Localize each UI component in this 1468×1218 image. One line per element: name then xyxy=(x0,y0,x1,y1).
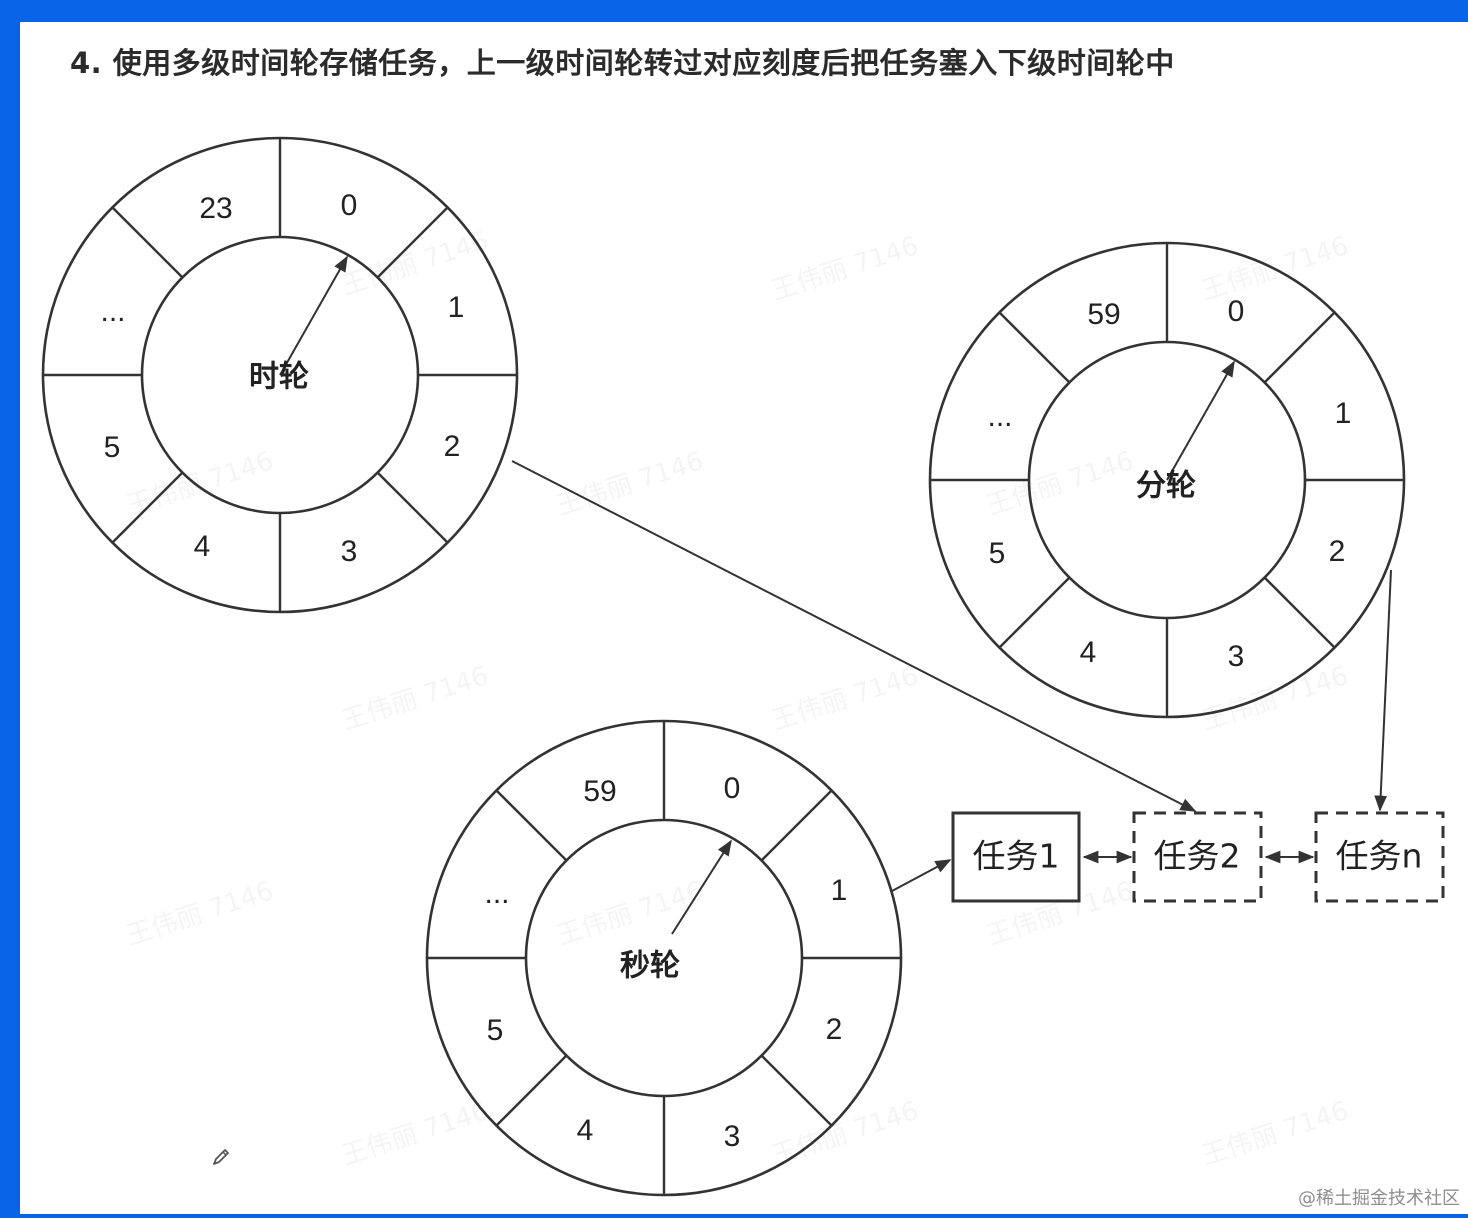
second-pointer-arrow xyxy=(671,839,732,935)
svg-text:王伟丽 7146: 王伟丽 7146 xyxy=(768,231,922,307)
minute-slot-59: 59 xyxy=(1087,298,1120,331)
minute-slot-ellipsis: ... xyxy=(987,400,1012,433)
minute-slot-3: 3 xyxy=(1228,640,1245,673)
second-slot-4: 4 xyxy=(577,1114,594,1147)
connectors xyxy=(511,460,1392,892)
minute-slot-1: 1 xyxy=(1335,397,1352,430)
minute-to-taskn-arrow xyxy=(1374,569,1392,812)
hour-wheel: 0 1 2 3 4 5 ... 23 时轮 xyxy=(41,136,519,614)
hour-wheel-label: 时轮 xyxy=(249,360,309,395)
svg-text:王伟丽 7146: 王伟丽 7146 xyxy=(1198,661,1352,737)
task-n-label: 任务n xyxy=(1336,837,1423,876)
minute-wheel: 0 1 2 3 4 5 ... 59 分轮 xyxy=(928,241,1406,719)
pencil-icon xyxy=(213,1149,229,1165)
second-slot-5: 5 xyxy=(487,1014,504,1047)
source-credit: @稀土掘金技术社区 xyxy=(1298,1188,1460,1209)
hour-slot-1: 1 xyxy=(448,291,465,324)
svg-text:王伟丽 7146: 王伟丽 7146 xyxy=(768,661,922,737)
second-slot-1: 1 xyxy=(831,874,848,907)
svg-text:王伟丽 7146: 王伟丽 7146 xyxy=(1198,1096,1352,1172)
minute-slot-5: 5 xyxy=(989,537,1006,570)
task-1-box xyxy=(951,811,1081,903)
svg-text:王伟丽 7146: 王伟丽 7146 xyxy=(338,1096,492,1172)
hour-to-task2-arrow xyxy=(511,460,1197,812)
svg-text:王伟丽 7146: 王伟丽 7146 xyxy=(768,1096,922,1172)
page-title: 4. 使用多级时间轮存储任务，上一级时间轮转过对应刻度后把任务塞入下级时间轮中 xyxy=(70,46,1175,80)
task-2-label: 任务2 xyxy=(1154,837,1241,876)
task-1-label: 任务1 xyxy=(973,837,1060,876)
hour-slot-3: 3 xyxy=(341,535,358,568)
second-slot-0: 0 xyxy=(724,772,741,805)
hour-slot-5: 5 xyxy=(104,431,121,464)
task-2-box xyxy=(1132,811,1263,903)
second-slot-3: 3 xyxy=(724,1120,741,1153)
task-n-box xyxy=(1314,811,1445,903)
minute-wheel-label: 分轮 xyxy=(1136,469,1196,504)
hour-slot-0: 0 xyxy=(341,189,358,222)
hour-slot-2: 2 xyxy=(444,430,461,463)
second-slot-59: 59 xyxy=(583,775,616,808)
hour-pointer-arrow xyxy=(279,255,348,376)
minute-slot-4: 4 xyxy=(1080,636,1097,669)
svg-text:王伟丽 7146: 王伟丽 7146 xyxy=(553,446,707,522)
hour-slot-23: 23 xyxy=(199,192,232,225)
hour-slot-ellipsis: ... xyxy=(100,295,125,328)
time-wheel-diagram: 王伟丽 7146 王伟丽 7146 王伟丽 7146 王伟丽 7146 王伟丽 … xyxy=(41,136,1445,1197)
svg-text:王伟丽 7146: 王伟丽 7146 xyxy=(338,661,492,737)
second-slot-ellipsis: ... xyxy=(484,877,509,910)
second-wheel-label: 秒轮 xyxy=(620,949,680,984)
second-slot-2: 2 xyxy=(826,1013,843,1046)
second-wheel: 0 1 2 3 4 5 ... 59 秒轮 xyxy=(425,719,903,1197)
minute-slot-0: 0 xyxy=(1228,295,1245,328)
minute-pointer-arrow xyxy=(1166,360,1235,481)
hour-slot-4: 4 xyxy=(194,530,211,563)
minute-slot-2: 2 xyxy=(1329,535,1346,568)
svg-text:王伟丽 7146: 王伟丽 7146 xyxy=(983,446,1137,522)
second-to-task1-arrow xyxy=(891,859,952,892)
svg-text:王伟丽 7146: 王伟丽 7146 xyxy=(123,876,277,952)
diagram-canvas: 4. 使用多级时间轮存储任务，上一级时间轮转过对应刻度后把任务塞入下级时间轮中 … xyxy=(20,22,1468,1214)
task-list: 任务1 任务2 任务n xyxy=(951,811,1445,903)
